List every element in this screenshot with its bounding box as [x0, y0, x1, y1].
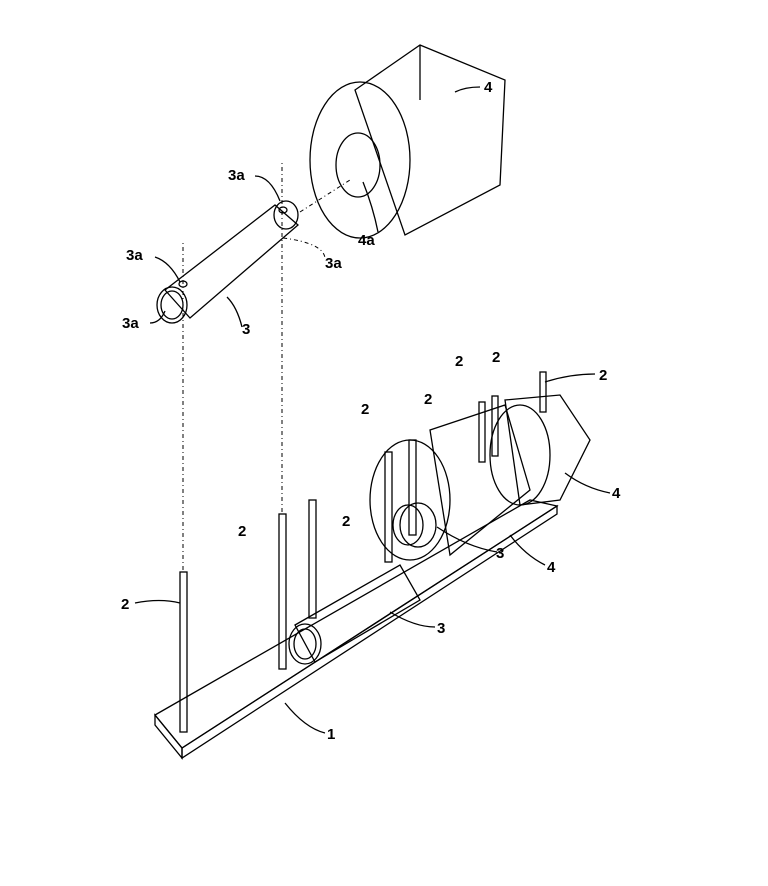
label-rod: 2	[361, 401, 369, 418]
label-rod: 2	[455, 353, 463, 370]
label-roll: 4	[547, 559, 556, 576]
reference-labels: 4 3a 3a 3a 4a 3a 3 2 2 2 2 2 4 2 2 3 4 2…	[121, 79, 621, 743]
label-core-tube: 3	[437, 620, 445, 637]
roll-exploded	[309, 44, 506, 239]
label-roll: 4	[484, 79, 493, 96]
label-hole: 3a	[325, 255, 342, 272]
base-plate	[154, 499, 559, 760]
core-tube-on-base	[288, 564, 421, 665]
label-rod: 2	[599, 367, 607, 384]
label-roll-bore: 4a	[358, 232, 375, 249]
label-hole: 3a	[228, 167, 245, 184]
label-hole: 3a	[122, 315, 139, 332]
assembly-lines	[182, 160, 351, 570]
label-core-tube: 3	[496, 545, 504, 562]
label-core-tube: 3	[242, 321, 250, 338]
label-roll: 4	[612, 485, 621, 502]
label-rod: 2	[424, 391, 432, 408]
label-hole: 3a	[126, 247, 143, 264]
core-tube-exploded	[156, 200, 299, 324]
label-rod: 2	[342, 513, 350, 530]
label-rod: 2	[121, 596, 129, 613]
rolls-on-base	[369, 394, 591, 561]
leader-lines	[134, 86, 611, 734]
rods	[179, 371, 547, 733]
label-rod: 2	[492, 349, 500, 366]
label-base-plate: 1	[327, 726, 335, 743]
label-rod: 2	[238, 523, 246, 540]
